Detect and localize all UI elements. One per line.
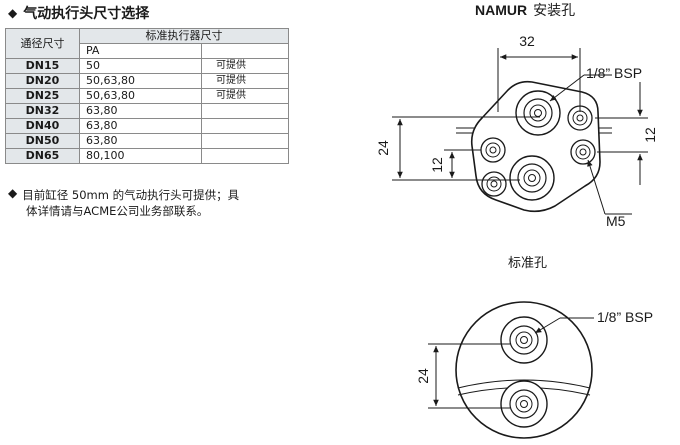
namur-diagram-title: NAMUR 安装孔: [475, 0, 575, 20]
note-line-2: 体详情请与ACME公司业务部联系。: [26, 204, 209, 218]
standard-port-label: 1/8” BSP: [597, 309, 653, 325]
namur-dim-height-label: 24: [375, 140, 391, 156]
header-size: 通径尺寸: [5, 28, 80, 59]
namur-large-port-bottom: [509, 155, 555, 201]
standard-diagram-title: 标准孔: [508, 256, 548, 271]
namur-dim-left-offset: [444, 149, 481, 178]
namur-small-port-2: [570, 139, 596, 165]
cell-pa: 80,100: [79, 148, 202, 164]
standard-port-bottom: [500, 380, 548, 428]
cell-size: DN50: [5, 133, 80, 149]
namur-title-bold: NAMUR: [475, 2, 528, 18]
standard-drawing: [428, 301, 594, 439]
namur-dim-width: [497, 48, 581, 112]
namur-leader-bsp: [549, 74, 612, 102]
cell-pa: 50,63,80: [79, 73, 202, 89]
namur-dim-width-label: 32: [519, 33, 535, 49]
standard-dim-height: [428, 343, 510, 409]
namur-dim-right-label: 12: [642, 127, 658, 143]
namur-large-port-top: [515, 90, 561, 136]
cell-size: DN65: [5, 148, 80, 164]
cell-pa: 50: [79, 58, 202, 74]
namur-dim-right-offset: [595, 82, 648, 185]
selection-title-text: 气动执行头尺寸选择: [23, 6, 150, 22]
standard-dim-height-label: 24: [415, 368, 431, 384]
namur-small-port-1: [567, 105, 593, 131]
namur-port-label: 1/8” BSP: [586, 65, 642, 81]
cell-pa: 63,80: [79, 118, 202, 134]
cell-availability: [201, 148, 289, 164]
diamond-bullet-icon: ◆: [8, 186, 18, 200]
standard-body-outline: [455, 301, 593, 439]
namur-dim-height: [392, 116, 540, 181]
standard-port-top: [500, 316, 548, 364]
availability-note: ◆ 目前缸径 50mm 的气动执行头可提供；具 体详情请与ACME公司业务部联系…: [8, 187, 290, 219]
note-line-1: 目前缸径 50mm 的气动执行头可提供；具: [22, 188, 240, 202]
selection-title: ◆ 气动执行头尺寸选择: [8, 3, 149, 23]
header-pa: PA: [79, 43, 202, 59]
cell-size: DN32: [5, 103, 80, 119]
namur-title-rest: 安装孔: [533, 3, 576, 19]
namur-thread-label: M5: [606, 213, 626, 229]
diamond-bullet-icon: ◆: [8, 6, 18, 20]
namur-drawing: [392, 48, 648, 215]
namur-small-port-3: [480, 137, 506, 163]
namur-leader-m5: [587, 159, 632, 215]
namur-dim-left-label: 12: [429, 157, 445, 173]
namur-small-port-4: [481, 171, 507, 197]
standard-leader-bsp: [534, 317, 594, 334]
